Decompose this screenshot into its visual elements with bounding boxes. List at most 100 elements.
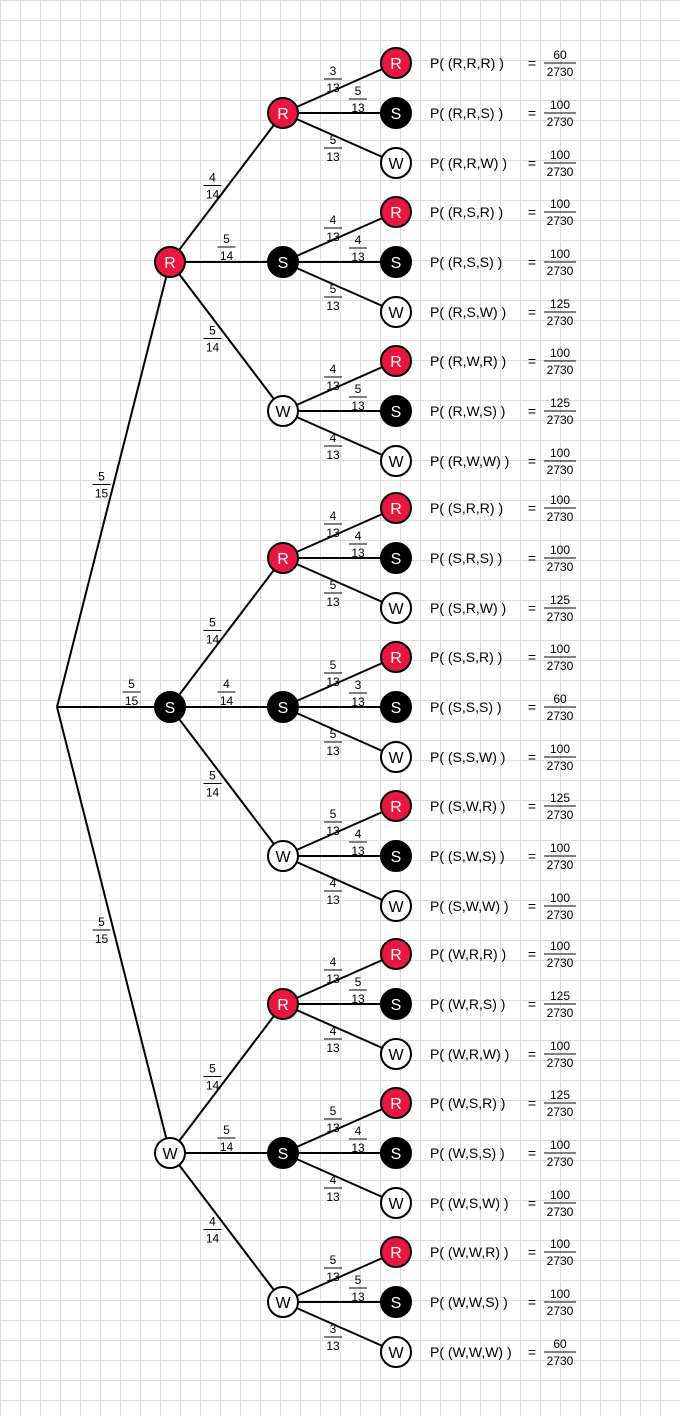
prob-level3-1-2-2: 413 — [324, 876, 342, 907]
leaf-0-0-2-label: W — [388, 156, 404, 173]
edge-level3-1-0-2 — [282, 557, 397, 609]
outcome-label-0-1-2: P( (R,S,W) ) — [430, 304, 506, 320]
tree-edges — [56, 62, 397, 1353]
equals-sign: = — [528, 204, 536, 220]
outcome-result-2-1-2-denominator: 2730 — [547, 1205, 574, 1219]
leaf-2-1-2-label: W — [388, 1196, 404, 1213]
prob-level3-2-2-1: 513 — [349, 1273, 367, 1304]
outcome-label-1-1-0: P( (S,S,R) ) — [430, 649, 502, 665]
edge-level3-0-1-2 — [282, 261, 397, 313]
leaf-2-1-0-circle — [380, 1087, 412, 1119]
outcome-result-0-2-0-denominator: 2730 — [547, 363, 574, 377]
outcome-result-2-0-2-denominator: 2730 — [547, 1056, 574, 1070]
leaf-2-2-0-label: R — [390, 1245, 402, 1262]
prob-level2-2-1-numerator: 5 — [223, 1123, 230, 1137]
outcome-result-2-2-1-numerator: 100 — [550, 1287, 570, 1301]
prob-level1-2-denominator: 15 — [95, 932, 109, 946]
prob-level3-2-1-1-numerator: 4 — [355, 1124, 362, 1138]
prob-level3-0-1-0-denominator: 13 — [326, 230, 340, 244]
leaf-1-0-2-label: W — [388, 601, 404, 618]
leaf-0-2-2-circle — [380, 445, 412, 477]
leaf-0-1-1-circle — [380, 246, 412, 278]
outcome-label-2-0-2: P( (W,R,W) ) — [430, 1046, 509, 1062]
prob-level2-0-2: 514 — [203, 324, 222, 355]
edge-level2-0-2 — [169, 261, 284, 412]
outcome-label-2-1-0: P( (W,S,R) ) — [430, 1095, 505, 1111]
prob-level3-2-1-0-numerator: 5 — [330, 1104, 337, 1118]
outcome-result-1-0-2-numerator: 125 — [550, 593, 570, 607]
outcome-result-2-1-0-denominator: 2730 — [547, 1105, 574, 1119]
prob-level3-1-0-2: 513 — [324, 578, 342, 609]
leaf-2-0-2-circle — [380, 1038, 412, 1070]
edge-level3-2-2-0 — [282, 1251, 397, 1303]
leaf-1-2-1-label: S — [391, 849, 402, 866]
outcome-result-2-1-0-numerator: 125 — [550, 1088, 570, 1102]
prob-level1-2: 515 — [92, 915, 111, 946]
leaf-0-0-0-label: R — [390, 56, 402, 73]
leaf-1-0-1-label: S — [391, 551, 402, 568]
outcome-label-0-2-1: P( (R,W,S) ) — [430, 403, 505, 419]
prob-level3-2-2-0: 513 — [324, 1253, 342, 1284]
prob-level3-1-2-2-denominator: 13 — [326, 893, 340, 907]
prob-level3-2-1-0-denominator: 13 — [326, 1121, 340, 1135]
prob-level3-0-1-1-denominator: 13 — [351, 250, 365, 264]
edge-level3-1-2-0 — [282, 805, 397, 857]
leaf-0-1-1-label: S — [391, 255, 402, 272]
prob-level3-0-0-0-numerator: 3 — [330, 64, 337, 78]
prob-level2-0-2-numerator: 5 — [209, 324, 216, 338]
node-1-1-label: S — [278, 700, 289, 717]
outcome-result-2-0-0-denominator: 2730 — [547, 956, 574, 970]
prob-level3-1-0-1-denominator: 13 — [351, 546, 365, 560]
prob-level3-1-0-0-numerator: 4 — [330, 509, 337, 523]
node-2-1-circle — [267, 1137, 299, 1169]
equals-sign: = — [528, 1195, 536, 1211]
prob-level3-1-2-0-numerator: 5 — [330, 807, 337, 821]
prob-level3-0-0-0-denominator: 13 — [326, 81, 340, 95]
outcome-result-1-2-2-numerator: 100 — [550, 891, 570, 905]
prob-level3-0-0-1-denominator: 13 — [351, 101, 365, 115]
prob-level1-0: 515 — [92, 470, 111, 501]
outcome-label-2-2-0: P( (W,W,R) ) — [430, 1244, 509, 1260]
leaf-1-0-0-circle — [380, 492, 412, 524]
prob-level3-0-2-2: 413 — [324, 431, 342, 462]
prob-level3-1-1-2-denominator: 13 — [326, 744, 340, 758]
outcome-result-2-2-0-numerator: 100 — [550, 1237, 570, 1251]
leaf-1-0-0-label: R — [390, 501, 402, 518]
prob-level3-2-2-2-numerator: 3 — [330, 1322, 337, 1336]
edge-level3-2-1-0 — [282, 1102, 397, 1154]
prob-level3-1-1-0: 513 — [324, 658, 342, 689]
leaf-1-2-1-circle — [380, 840, 412, 872]
equals-sign: = — [528, 1046, 536, 1062]
prob-level2-1-2-numerator: 5 — [209, 769, 216, 783]
prob-level3-2-0-1-denominator: 13 — [351, 992, 365, 1006]
equals-sign: = — [528, 550, 536, 566]
outcome-result-0-1-1-numerator: 100 — [550, 247, 570, 261]
equals-sign: = — [528, 798, 536, 814]
outcome-result-0-0-2-denominator: 2730 — [547, 165, 574, 179]
edge-level2-2-2 — [169, 1152, 284, 1303]
outcome-result-2-1-1-numerator: 100 — [550, 1138, 570, 1152]
node-1-2-circle — [267, 840, 299, 872]
leaf-2-2-1-circle — [380, 1286, 412, 1318]
outcome-result-1-2-2-denominator: 2730 — [547, 908, 574, 922]
leaf-1-1-0-label: R — [390, 650, 402, 667]
prob-level3-2-1-2-numerator: 4 — [330, 1173, 337, 1187]
leaf-2-2-2-label: W — [388, 1345, 404, 1362]
leaf-2-1-0-label: R — [390, 1096, 402, 1113]
prob-level3-0-1-2-denominator: 13 — [326, 299, 340, 313]
prob-level3-2-2-1-numerator: 5 — [355, 1273, 362, 1287]
leaf-1-1-1-circle — [380, 691, 412, 723]
leaf-1-1-0-circle — [380, 641, 412, 673]
equals-sign: = — [528, 353, 536, 369]
outcome-result-1-1-0-denominator: 2730 — [547, 659, 574, 673]
node-w-2-label: W — [162, 1146, 178, 1163]
prob-level2-1-0-numerator: 5 — [209, 616, 216, 630]
outcome-result-0-2-1-denominator: 2730 — [547, 413, 574, 427]
